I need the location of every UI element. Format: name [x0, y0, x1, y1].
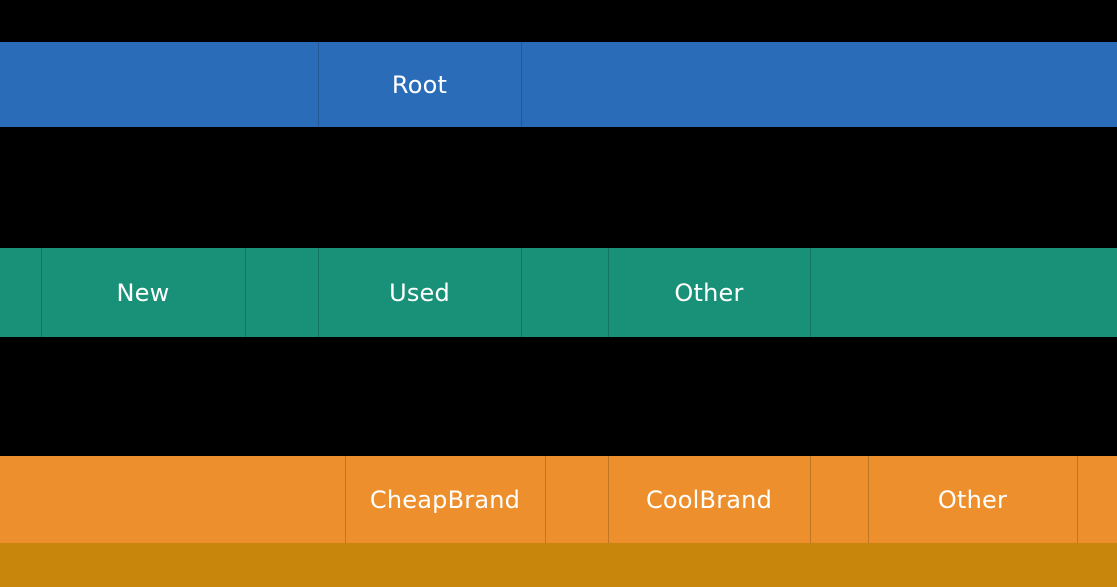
- chart-node-divider: [1077, 456, 1078, 543]
- chart-node-divider: [810, 456, 811, 543]
- chart-node-label: New: [116, 278, 170, 307]
- chart-node-label: Other: [937, 485, 1008, 514]
- chart-node-label: CoolBrand: [645, 485, 773, 514]
- chart-level-brand-level: CheapBrand CoolBrand Other: [0, 456, 1117, 543]
- chart-node-divider: [245, 248, 246, 337]
- chart-level-condition-level: New Used Other: [0, 248, 1117, 337]
- chart-node-label: CheapBrand: [369, 485, 521, 514]
- chart-node-unlabeled[interactable]: [0, 42, 318, 127]
- chart-node-other[interactable]: Other: [608, 248, 810, 337]
- chart-node-unlabeled[interactable]: [521, 248, 608, 337]
- chart-node-label: Used: [389, 278, 450, 307]
- chart-node-label: Other: [674, 278, 744, 307]
- chart-node-unlabeled[interactable]: [0, 456, 345, 543]
- chart-node-unlabeled[interactable]: [545, 456, 608, 543]
- chart-node-divider: [868, 456, 869, 543]
- chart-node-unlabeled[interactable]: [0, 248, 41, 337]
- chart-node-divider: [810, 248, 811, 337]
- chart-node-unlabeled[interactable]: [1077, 456, 1117, 543]
- chart-node-new[interactable]: New: [41, 248, 245, 337]
- chart-node-unlabeled[interactable]: [245, 248, 318, 337]
- chart-node-unlabeled[interactable]: [521, 42, 1117, 127]
- chart-node-divider: [521, 248, 522, 337]
- chart-node-root[interactable]: Root: [318, 42, 521, 127]
- chart-node-other[interactable]: Other: [868, 456, 1077, 543]
- chart-node-label: Root: [391, 70, 448, 99]
- chart-node-divider: [41, 248, 42, 337]
- chart-node-divider: [318, 42, 319, 127]
- chart-node-divider: [608, 248, 609, 337]
- chart-node-divider: [545, 456, 546, 543]
- chart-level-leaf-level: [0, 543, 1117, 587]
- chart-node-unlabeled[interactable]: [810, 456, 868, 543]
- chart-node-cheapbrand[interactable]: CheapBrand: [345, 456, 545, 543]
- chart-node-divider: [608, 456, 609, 543]
- chart-node-coolbrand[interactable]: CoolBrand: [608, 456, 810, 543]
- chart-node-unlabeled[interactable]: [810, 248, 1117, 337]
- chart-node-divider: [345, 456, 346, 543]
- chart-level-root-level: Root: [0, 42, 1117, 127]
- chart-node-divider: [521, 42, 522, 127]
- chart-node-used[interactable]: Used: [318, 248, 521, 337]
- chart-node-divider: [318, 248, 319, 337]
- chart-node-unlabeled[interactable]: [0, 543, 1117, 587]
